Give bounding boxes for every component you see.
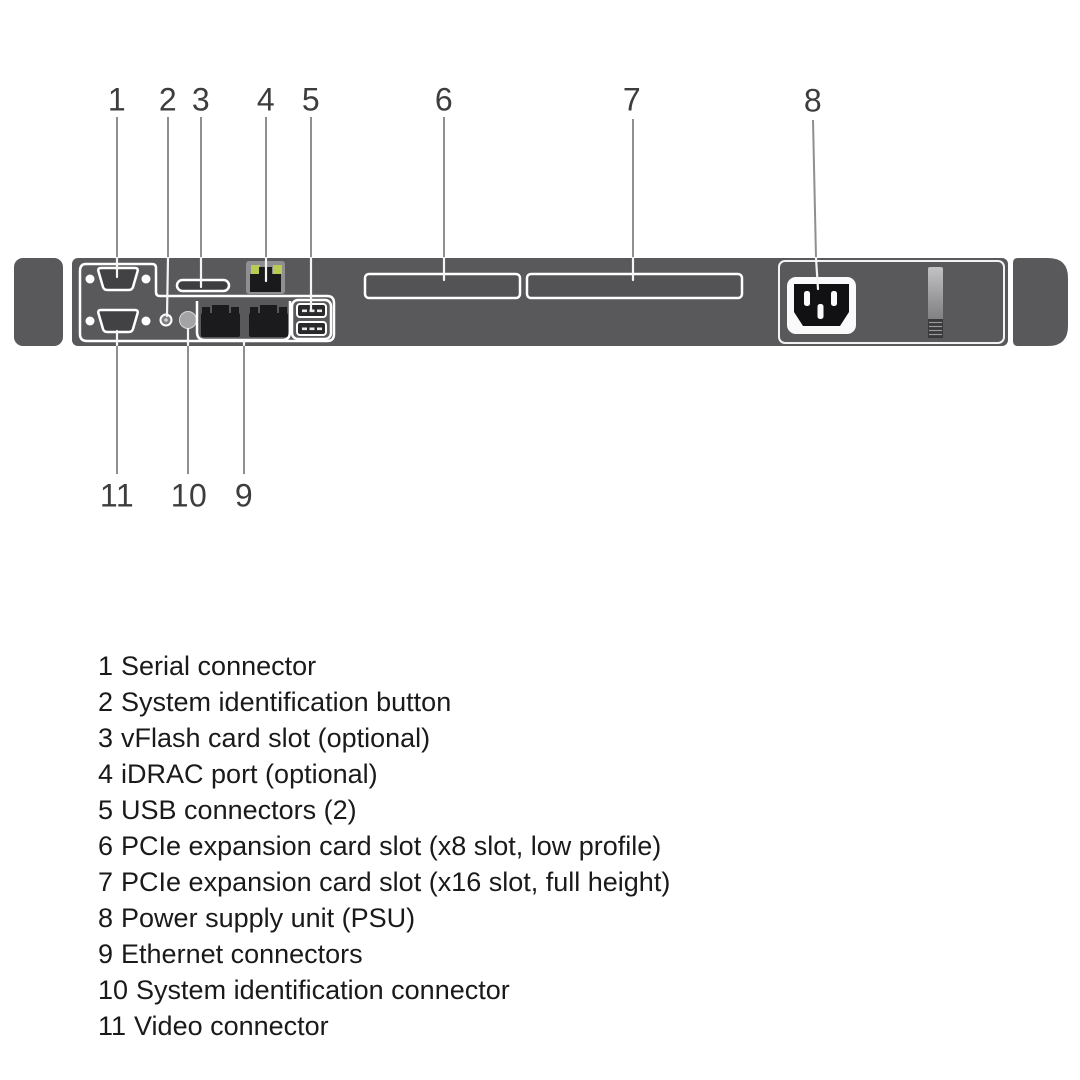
legend-item-number: 4: [98, 759, 114, 789]
legend-item-number: 10: [98, 975, 129, 1005]
power-supply-unit: [778, 260, 1005, 344]
callout-label-11: 11: [99, 477, 135, 514]
legend-item-number: 1: [98, 651, 114, 681]
vga-screw-right: [141, 316, 151, 326]
legend-item-text: USB connectors (2): [121, 795, 357, 825]
serial-connector: [85, 266, 151, 292]
callout-label-2: 2: [158, 81, 178, 118]
pcie-slot-full-height: [525, 272, 744, 300]
legend-item-number: 11: [98, 1011, 127, 1041]
callout-label-6: 6: [434, 81, 454, 118]
legend-item-text: Serial connector: [121, 651, 317, 681]
leader-lines: [115, 117, 820, 474]
legend-item-number: 5: [98, 795, 114, 825]
legend-item-text: Ethernet connectors: [121, 939, 363, 969]
chassis-left-cap: [14, 258, 63, 346]
callout-label-9: 9: [234, 477, 254, 514]
legend-item-text: Video connector: [134, 1011, 329, 1041]
legend-item-text: PCIe expansion card slot (x16 slot, full…: [121, 867, 671, 897]
io-panel-outline: [78, 262, 336, 343]
callout-label-4: 4: [256, 81, 276, 118]
callout-label-1: 1: [107, 81, 127, 118]
power-inlet: [787, 277, 856, 334]
ethernet-connectors: [195, 301, 292, 342]
idrac-led-right: [273, 265, 282, 274]
legend-item-text: System identification button: [121, 687, 452, 717]
legend-item-number: 3: [98, 723, 114, 753]
legend-item-text: PCIe expansion card slot (x8 slot, low p…: [121, 831, 662, 861]
callout-label-10: 10: [170, 477, 208, 514]
legend-item-text: System identification connector: [136, 975, 510, 1005]
chassis: [14, 258, 1068, 346]
legend-item-number: 8: [98, 903, 114, 933]
chassis-right-cap: [1013, 258, 1068, 346]
legend-item-number: 7: [98, 867, 114, 897]
video-connector: [85, 308, 151, 334]
idrac-led-left: [251, 265, 260, 274]
callout-label-5: 5: [301, 81, 321, 118]
callout-label-8: 8: [803, 82, 823, 119]
legend-item-number: 9: [98, 939, 114, 969]
vga-screw-left: [85, 316, 95, 326]
legend-item-text: vFlash card slot (optional): [121, 723, 431, 753]
legend-item-text: iDRAC port (optional): [121, 759, 378, 789]
legend-item-text: Power supply unit (PSU): [121, 903, 416, 933]
callout-label-3: 3: [191, 81, 211, 118]
legend-item-number: 2: [98, 687, 114, 717]
serial-screw-left: [85, 274, 95, 284]
psu-handle: [928, 267, 943, 338]
legend-item-number: 6: [98, 831, 114, 861]
pcie-slot-low-profile: [363, 272, 522, 300]
callout-label-7: 7: [622, 81, 642, 118]
serial-screw-right: [141, 274, 151, 284]
system-id-connector: [179, 311, 197, 329]
vflash-card-slot: [175, 278, 231, 293]
